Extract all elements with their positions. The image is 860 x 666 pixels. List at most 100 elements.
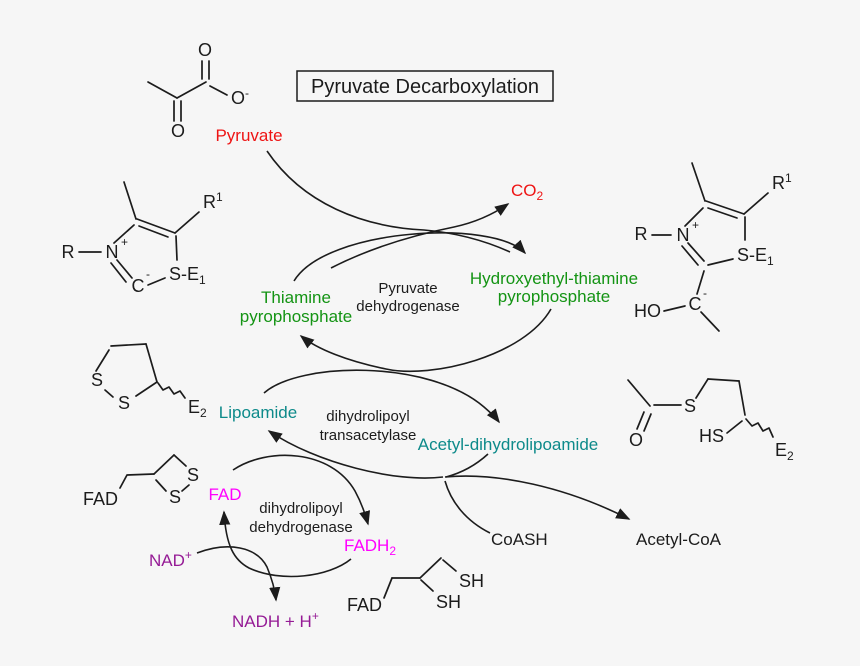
coash-label: CoASH (491, 530, 548, 549)
bond (147, 277, 166, 286)
lipoamide-label: Lipoamide (219, 403, 297, 422)
bond (627, 379, 651, 407)
tpp-label-line1: Thiamine (261, 288, 331, 307)
bond (695, 378, 709, 399)
fad-atom: FAD (83, 489, 118, 509)
minus-charge: - (703, 286, 707, 300)
hetpp-label-line1: Hydroxyethyl-thiamine (470, 269, 638, 288)
acetyl-coa-exit-arrow (444, 475, 631, 520)
nadh-label: NADH + H+ (232, 609, 319, 631)
fad-atom: FAD (347, 595, 382, 615)
r-group-atom: R (635, 224, 648, 244)
carbanion-atom: C (689, 294, 702, 314)
cycle2-bottom-arc (267, 430, 444, 479)
sulfur-atom: S (684, 396, 696, 416)
bond (707, 378, 740, 382)
enzyme3-line2: dehydrogenase (249, 519, 352, 536)
bond (113, 224, 135, 244)
bond (726, 420, 743, 434)
disulfide-bond (104, 389, 114, 398)
pyruvate-dehydrogenase-label: Pyruvate dehydrogenase (356, 280, 459, 315)
enzyme1-line1: Pyruvate (378, 280, 437, 297)
fad-label: FAD (208, 485, 241, 504)
cycle2-top-arc (263, 369, 500, 424)
sulfur-atom: S (187, 465, 199, 485)
bond (696, 270, 705, 295)
double-bond (136, 218, 176, 238)
bond (135, 381, 158, 397)
tpp-structure: R N + R1 S-E1 C - (62, 181, 223, 296)
squiggle-bond (157, 382, 186, 399)
e2-enzyme-atom: E2 (188, 397, 207, 420)
disulfide-bond (181, 484, 190, 492)
oxygen-atom: O (171, 121, 185, 141)
enzyme1-line2: dehydrogenase (356, 298, 459, 315)
co2-label: CO2 (511, 181, 544, 203)
co2-release-arrow (330, 203, 510, 269)
methyl-bond (123, 181, 137, 220)
plus-charge: + (121, 235, 128, 249)
oxygen-anion-atom: O- (231, 86, 249, 108)
thiol-atom: HS (699, 426, 724, 446)
fadh2-label: FADH2 (344, 536, 396, 558)
bond (707, 258, 734, 266)
bond (175, 235, 178, 261)
cycle3-top-arc (232, 454, 371, 526)
nitrogen-atom: N (677, 225, 690, 245)
acetyl-coa-label: Acetyl-CoA (636, 530, 722, 549)
bond (663, 305, 686, 312)
bond (119, 473, 155, 489)
page-title: Pyruvate Decarboxylation (311, 76, 539, 98)
bond (173, 454, 187, 467)
pyruvate-entry-arrow (266, 150, 511, 253)
bond (110, 343, 147, 347)
methyl-bond (691, 162, 706, 202)
bond (209, 85, 228, 96)
r1-group-atom: R1 (772, 171, 792, 193)
coash-entry-line (444, 480, 491, 534)
acetyl-dihydrolipoamide-label: Acetyl-dihydrolipoamide (418, 435, 598, 454)
nad-plus-label: NAD+ (149, 548, 192, 570)
bond (684, 207, 704, 227)
r1-group-atom: R1 (203, 190, 223, 212)
pyruvate-label: Pyruvate (215, 126, 282, 145)
sulfur-atom: S (118, 393, 130, 413)
acetyl-dihydrolipoamide-leader (445, 453, 489, 478)
acetyl-dihydrolipoamide-structure: O S HS E2 (627, 378, 794, 463)
fad-reduced-structure: FAD SH SH (347, 557, 484, 615)
hetpp-label: Hydroxyethyl-thiamine pyrophosphate (470, 269, 638, 306)
minus-charge: - (146, 267, 150, 281)
methyl-bond (700, 311, 720, 332)
tpp-label: Thiamine pyrophosphate (240, 288, 352, 326)
sulfur-atom: S (169, 487, 181, 507)
title-border (296, 70, 554, 102)
enzyme2-line2: transacetylase (320, 427, 417, 444)
thiol-atom: SH (459, 571, 484, 591)
fad-oxidized-structure: FAD S S (83, 454, 199, 509)
sulfur-e1-atom: S-E1 (169, 264, 206, 287)
bond (147, 81, 178, 99)
nitrogen-atom: N (106, 242, 119, 262)
e2-enzyme-atom: E2 (775, 440, 794, 463)
dihydrolipoyl-transacetylase-label: dihydrolipoyl transacetylase (320, 408, 417, 444)
bond (420, 579, 434, 592)
bond (174, 211, 200, 234)
bond (442, 559, 457, 572)
r-group-atom: R (62, 242, 75, 262)
bond (145, 343, 158, 383)
tpp-label-line2: pyrophosphate (240, 307, 352, 326)
bond (155, 479, 167, 492)
bond (738, 380, 746, 416)
enzyme3-line1: dihydrolipoyl (259, 500, 342, 517)
bond (383, 577, 393, 599)
hetpp-structure: R N + R1 S-E1 C - HO (634, 162, 792, 332)
cycle1-top-arc (293, 232, 527, 282)
double-bond (201, 60, 210, 80)
enzyme2-line1: dihydrolipoyl (326, 408, 409, 425)
plus-charge: + (692, 218, 699, 232)
bond (419, 557, 442, 579)
cycle3-bottom-arc (219, 510, 352, 578)
sulfur-e1-atom: S-E1 (737, 245, 774, 268)
dihydrolipoyl-dehydrogenase-label: dihydrolipoyl dehydrogenase (249, 500, 352, 536)
